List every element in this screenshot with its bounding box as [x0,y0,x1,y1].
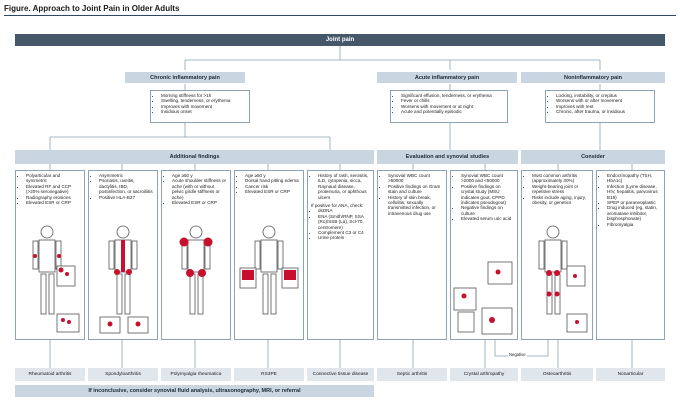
noninflammatory-box: Locking, instability, or crepitus Worsen… [545,90,655,123]
list-item: Age ≥50 y [245,173,300,178]
ana-check-text: If positive for ANA, check: [311,203,364,209]
list-item: Synovial WBC count >2000 and <50000 [461,173,514,184]
list-item: Significant effusion, tenderness, or ery… [401,93,504,98]
figure-title: Figure. Approach to Joint Pain in Older … [4,4,180,13]
list-item: Elevated ESR or CRP [245,189,300,194]
list-item: Acute and potentially episodic [401,109,504,114]
outcome-septic-arthritis: Septic arthritis [377,368,447,381]
noninflammatory-header: Noninflammatory pain [521,72,665,83]
crystal-joint-illustration [453,261,513,335]
list-item: Elevated ESR or CRP [172,200,227,205]
list-item: Positive HLA-B27 [99,195,154,200]
chronic-inflammatory-header: Chronic inflammatory pain [125,72,245,83]
list-item: History of rash, serositis, ILD, cytopen… [318,173,370,200]
septic-findings: Synovial WBC count >50000 Positive findi… [377,170,447,340]
rs3pe-skeleton-illustration [239,225,299,315]
acute-inflammatory-box: Significant effusion, tenderness, or ery… [390,90,508,123]
negative-label: Negative [508,352,527,357]
outcome-polymyalgia-rheumatica: Polymyalgia rheumatica [161,368,231,381]
list-item: Improves with rest [556,104,651,109]
list-item: Fibromyalgia [607,222,661,227]
list-item: Elevated ESR or CRP [26,200,81,205]
list-item: Drug induced (eg, statin, aromatase inhi… [607,205,661,221]
evaluation-header: Evaluation and synovial studies [377,150,518,164]
list-item: Worsens with or after movement [556,98,651,103]
outcome-crystal-arthropathy: Crystal arthropathy [450,368,518,381]
outcome-osteoarthritis: Osteoarthritis [521,368,593,381]
rheumatoid-skeleton-illustration [32,225,80,333]
list-item: Swelling, tenderness, or erythema [161,98,246,103]
outcome-nonarticular: Nonarticular [596,368,665,381]
list-item: SPEP or paraneoplastic [607,200,661,205]
list-item: dsDNA [318,208,370,213]
list-item: Most common arthritis (approximately 30%… [532,173,589,184]
outcome-rheumatoid-arthritis: Rheumatoid arthritis [15,368,85,381]
list-item: Age ≥50 y [172,173,227,178]
spondyloarthritis-skeleton-illustration [99,225,149,334]
list-item: ENA (Smith/RNP, SSA (Ro)/SSB (La), Scl-7… [318,214,370,230]
list-item: Elevated serum uric acid [461,216,514,221]
list-item: Chronic, after trauma, or insidious [556,109,651,114]
ctd-findings: History of rash, serositis, ILD, cytopen… [307,170,374,340]
list-item: Synovial WBC count >50000 [388,173,443,184]
list-item: Infection (Lyme disease, HIV, hepatitis,… [607,184,661,200]
list-item: Polyarticular and symmetric [26,173,81,184]
list-item: Psoriasis, uveitis, dactylitis, IBD, pos… [99,178,154,194]
list-item: Fever or chills [401,98,504,103]
list-item: History of skin break, cellulitis, sexua… [388,195,443,217]
list-item: Improves with movement [161,104,246,109]
list-item: Urine protein [318,235,370,240]
list-item: Acute shoulder stiffness or ache (with o… [172,178,227,200]
list-item: Insidious onset [161,109,246,114]
list-item: Worsens with movement or at night [401,104,504,109]
list-item: Elevated RF and CCP (>20% seronegative) [26,184,81,195]
list-item: Negative findings on culture [461,205,514,216]
outcome-connective-tissue-disease: Connective tissue disease [307,368,374,381]
pmr-skeleton-illustration [179,225,213,315]
acute-inflammatory-header: Acute inflammatory pain [377,72,517,83]
list-item: Asymmetric [99,173,154,178]
list-item: Dorsal hand pitting edema [245,178,300,183]
list-item: Positive findings on Gram stain and cult… [388,184,443,195]
title-rule [4,15,676,16]
joint-pain-header: Joint pain [15,34,665,46]
outcome-rs3pe: RS3PE [234,368,304,381]
list-item: Weight-bearing joint or repetitive stres… [532,184,589,195]
list-item: Endocrinopathy (TSH, HbA1c) [607,173,661,184]
nonarticular-findings: Endocrinopathy (TSH, HbA1c) Infection (L… [596,170,665,340]
list-item: Risks include aging, injury, obesity, or… [532,195,589,206]
list-item: Locking, instability, or crepitus [556,93,651,98]
consider-header: Consider [521,150,665,164]
list-item: Complement C3 or C4 [318,230,370,235]
list-item: Radiography erosions [26,195,81,200]
chronic-inflammatory-box: Morning stiffness for >1h Swelling, tend… [150,90,250,123]
list-item: Morning stiffness for >1h [161,93,246,98]
additional-findings-header: Additional findings [15,150,374,164]
footer-note: If inconclusive, consider synovial fluid… [15,385,374,397]
list-item: Cancer risk [245,184,300,189]
osteoarthritis-skeleton-illustration [538,225,588,333]
outcome-spondyloarthritis: Spondyloarthritis [88,368,158,381]
list-item: Positive findings on crystal study (MSU … [461,184,514,206]
